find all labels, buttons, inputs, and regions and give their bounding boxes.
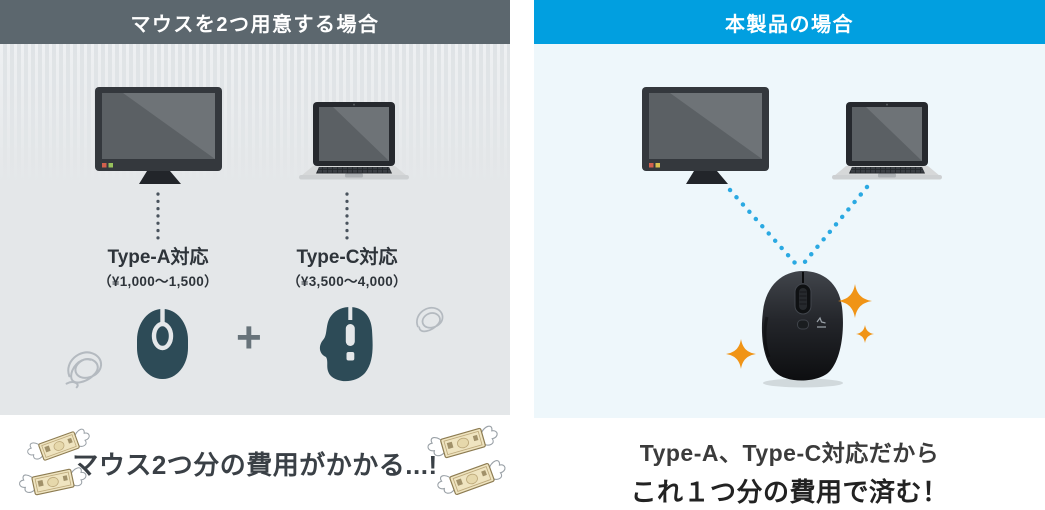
left-caption-text: マウス2つ分の費用がかかる...! <box>72 450 438 480</box>
left-panel-header: マウスを2つ用意する場合 <box>0 0 510 44</box>
laptop-icon <box>299 102 409 180</box>
type-a-label-block: Type-A対応 （¥1,000〜1,500） <box>73 242 243 290</box>
left-panel-title: マウスを2つ用意する場合 <box>130 13 380 36</box>
left-panel-body: Type-A対応 （¥1,000〜1,500） Type-C対応 （¥3,500… <box>0 44 510 415</box>
flying-money-icon <box>27 428 90 461</box>
right-panel-body <box>534 44 1045 418</box>
flying-money-icon <box>437 460 506 496</box>
scribble-icon <box>65 351 102 389</box>
right-panel-title: 本製品の場合 <box>725 13 854 36</box>
wireless-mouse-photo-icon <box>761 271 843 388</box>
this-product-panel: 本製品の場合 <box>534 0 1045 418</box>
type-c-price: （¥3,500〜4,000） <box>287 274 407 289</box>
two-mice-panel: マウスを2つ用意する場合 <box>0 0 510 415</box>
type-a-price: （¥1,000〜1,500） <box>98 274 218 289</box>
desktop-monitor-icon <box>95 87 222 184</box>
scribble-icon <box>416 306 444 333</box>
type-c-label-block: Type-C対応 （¥3,500〜4,000） <box>262 242 432 290</box>
type-c-label: Type-C対応 <box>296 247 398 268</box>
oval-mouse-icon <box>137 309 188 379</box>
ergonomic-mouse-icon <box>319 306 373 382</box>
right-panel-header: 本製品の場合 <box>534 0 1045 44</box>
laptop-icon <box>832 102 942 180</box>
striped-background <box>0 44 510 184</box>
flying-money-icon <box>427 425 498 459</box>
plus-sign: + <box>236 313 262 362</box>
right-caption-area: Type-A、Type-C対応だから これ１つ分の費用で済む！ <box>534 418 1045 510</box>
type-a-label: Type-A対応 <box>107 247 209 268</box>
left-caption-area: マウス2つ分の費用がかかる...! <box>0 415 510 510</box>
desktop-monitor-icon <box>642 87 769 184</box>
sparkle-icon <box>856 325 874 343</box>
sparkle-icon <box>726 339 756 369</box>
right-caption-line2: これ１つ分の費用で済む！ <box>630 477 949 507</box>
sparkle-icon <box>838 284 872 318</box>
flying-money-icon <box>19 467 87 496</box>
right-caption-line1: Type-A、Type-C対応だから <box>639 440 940 466</box>
